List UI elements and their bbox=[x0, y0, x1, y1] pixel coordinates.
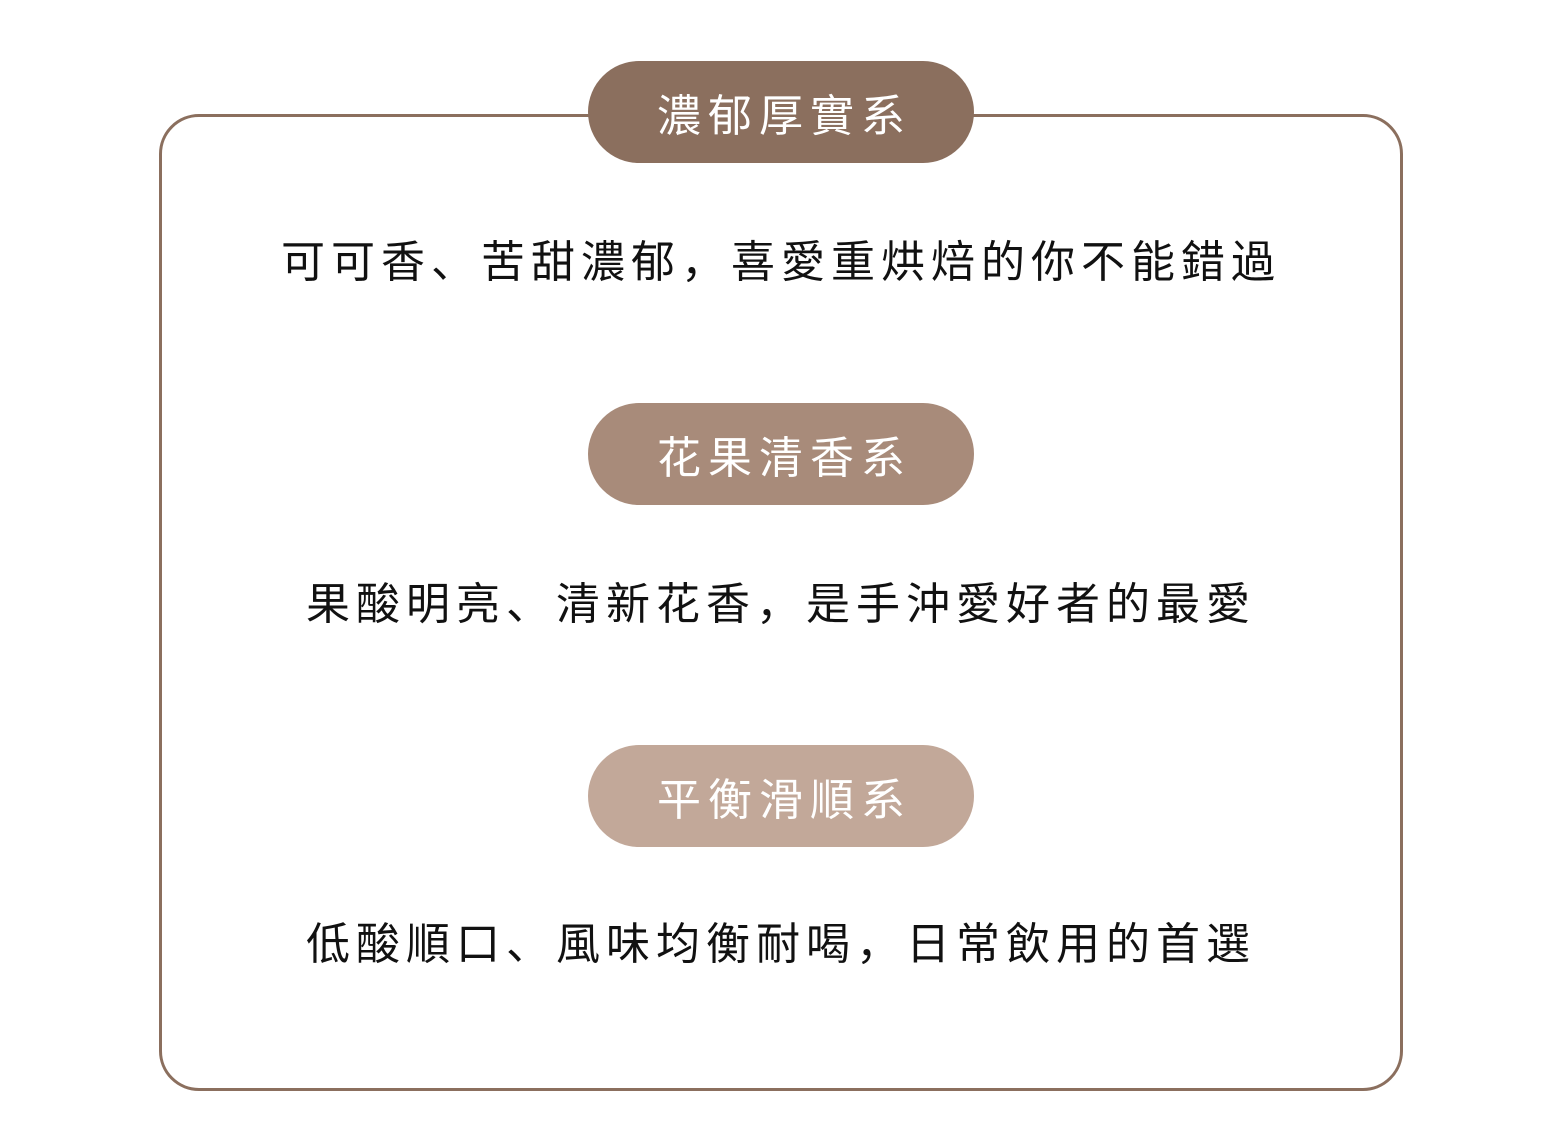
category-title: 濃郁厚實系 bbox=[657, 91, 912, 142]
category-description-floral-fruity: 果酸明亮、清新花香，是手沖愛好者的最愛 bbox=[306, 579, 1256, 630]
category-title: 花果清香系 bbox=[657, 433, 912, 484]
category-description-balanced-smooth: 低酸順口、風味均衡耐喝，日常飲用的首選 bbox=[306, 919, 1256, 970]
category-badge-balanced-smooth: 平衡滑順系 bbox=[588, 745, 974, 847]
category-badge-rich: 濃郁厚實系 bbox=[588, 61, 974, 163]
category-title: 平衡滑順系 bbox=[657, 775, 912, 826]
category-badge-floral-fruity: 花果清香系 bbox=[588, 403, 974, 505]
category-description-rich: 可可香、苦甜濃郁，喜愛重烘焙的你不能錯過 bbox=[281, 237, 1281, 288]
